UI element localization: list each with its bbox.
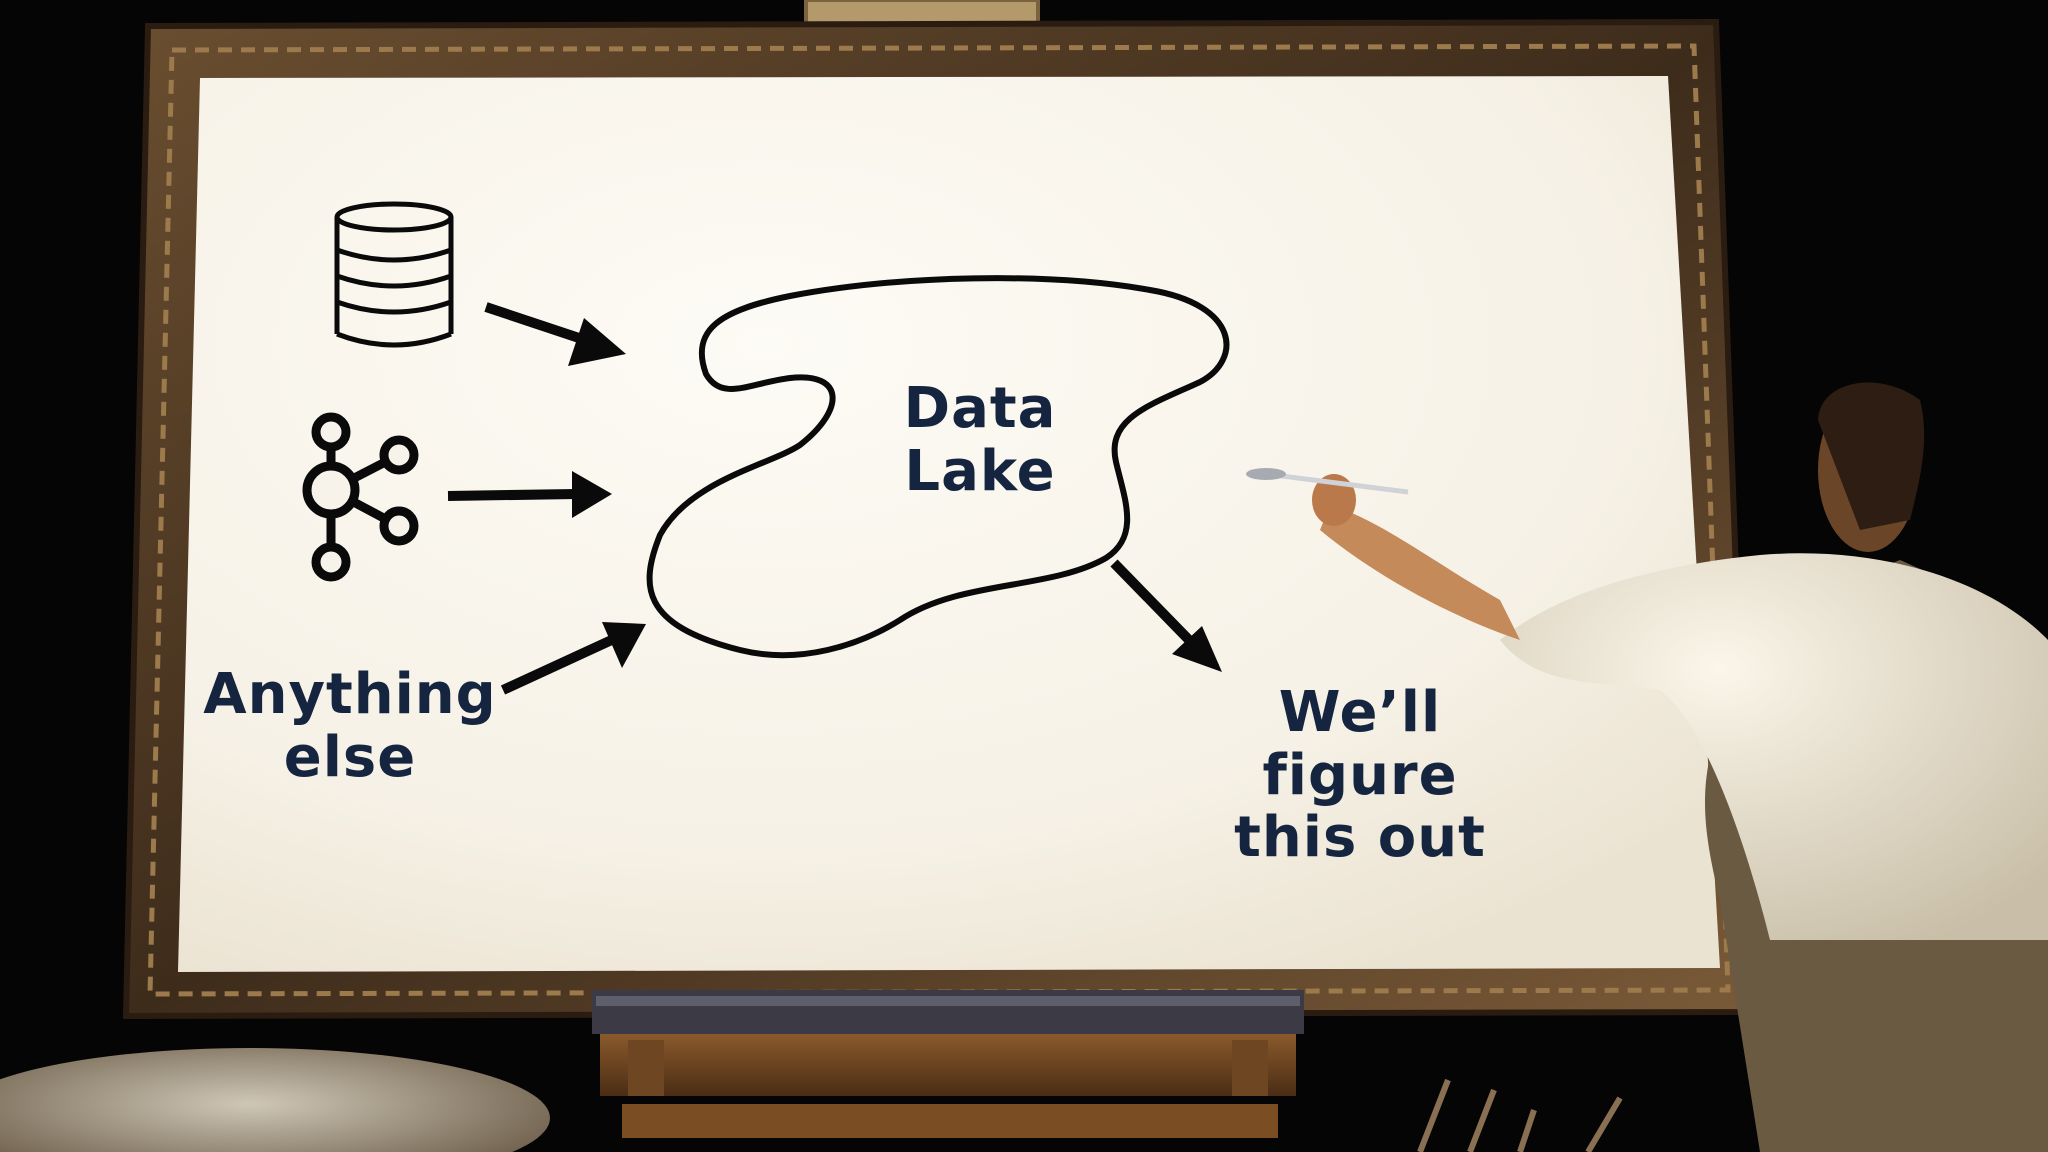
arrow-stream-to-lake (447, 471, 612, 518)
output-label: We’ll figure this out (1175, 680, 1545, 871)
arrow-database-to-lake (484, 302, 626, 366)
arrow-other-to-lake (500, 622, 646, 695)
anything-else-line2: else (283, 724, 417, 790)
painter-figure (1312, 382, 2048, 1152)
output-label-line1: We’ll figure (1262, 680, 1458, 808)
data-lake-blob (646, 275, 1230, 659)
arrow-lake-to-output (1110, 559, 1222, 672)
database-icon (334, 201, 454, 348)
anything-else-line1: Anything (203, 662, 497, 727)
studio-table (0, 1048, 550, 1152)
canvas-surface (178, 76, 1720, 972)
data-lake-label-line2: Lake (904, 438, 1056, 504)
anything-else-label: Anything else (190, 662, 510, 790)
data-lake-label: Data Lake (855, 376, 1105, 504)
kafka-icon (302, 412, 419, 582)
easel-tray (592, 990, 1304, 1138)
data-lake-label-line1: Data (903, 376, 1057, 441)
output-label-line2: this out (1234, 805, 1486, 871)
brushes (1417, 1078, 1623, 1152)
